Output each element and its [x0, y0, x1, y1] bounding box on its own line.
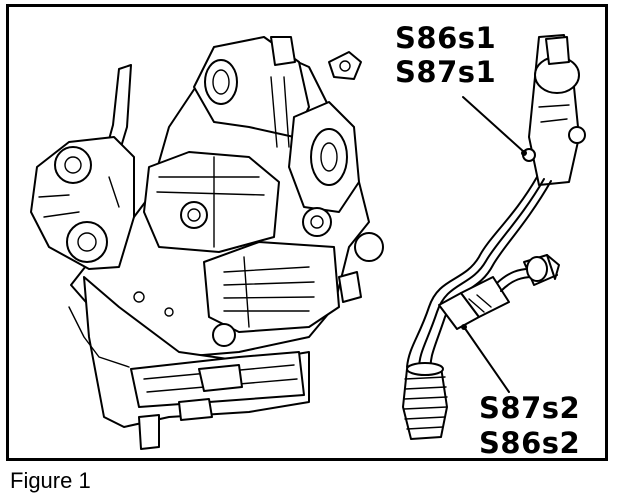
figure-frame: S86s1 S87s1 S87s2 S86s2 [6, 4, 608, 461]
figure-caption: Figure 1 [10, 468, 91, 493]
callout-label-s86s2: S86s2 [479, 426, 581, 460]
lock-mechanism [30, 36, 384, 450]
callout-label-s87s2: S87s2 [479, 391, 581, 425]
switch-harness [402, 34, 586, 440]
callout-label-s86s1: S86s1 [395, 21, 497, 55]
leader-line-lower [463, 326, 510, 393]
callout-label-s87s1: S87s1 [395, 55, 497, 89]
door-lock-actuator-diagram [30, 34, 586, 450]
leader-lines [461, 96, 527, 393]
leader-line-upper [462, 96, 525, 153]
